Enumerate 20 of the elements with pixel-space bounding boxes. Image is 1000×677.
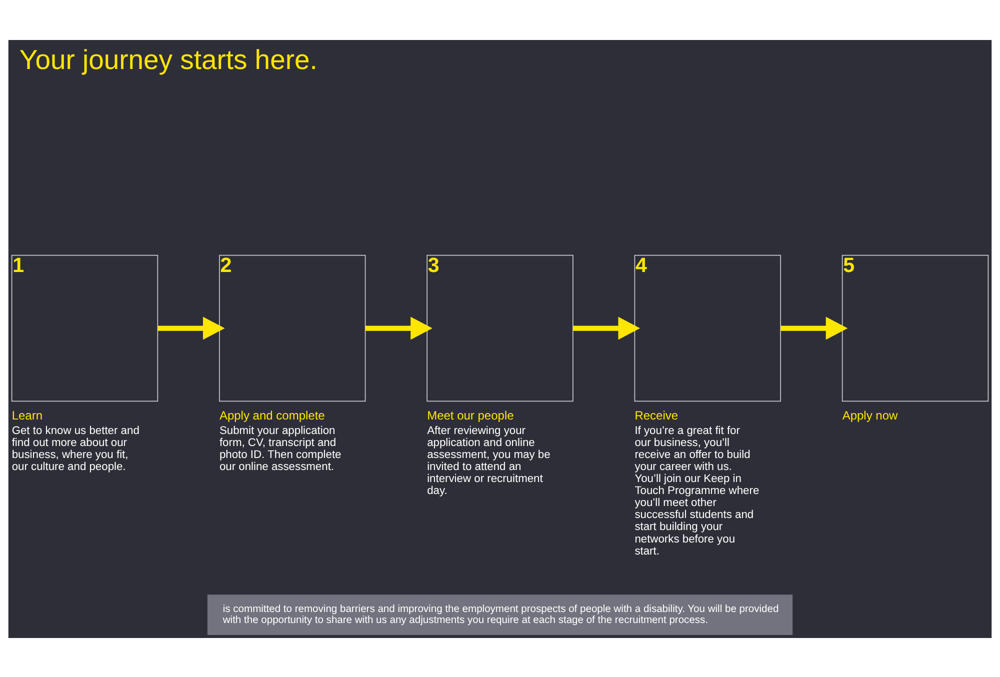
node-label: Apply and complete [219, 408, 325, 422]
node-box: 5 [842, 254, 989, 402]
node-label: Learn [12, 408, 43, 422]
node-label: Get to know us better and find out more about our business, where you fit, our culture and people. [12, 424, 140, 473]
node-box: 2 [219, 254, 366, 402]
diagram-title: Your journey starts here. [19, 43, 318, 74]
arrow [158, 316, 225, 340]
arrow [365, 316, 432, 340]
node-box: 4 [634, 254, 781, 402]
node-box: 1 [11, 254, 158, 402]
arrow [780, 316, 848, 340]
node-label: After reviewing your application and online assessment, you may be invited to attend an interview or recruitment day. [427, 424, 550, 497]
node-label: Apply now [842, 408, 898, 422]
node-label: Submit your application form, CV, transcript and photo ID. Then complete our online assessment. [219, 424, 342, 473]
node-box: 3 [426, 254, 574, 402]
node-label: Meet our people [427, 408, 514, 422]
node-label: Receive [634, 408, 678, 422]
arrow [573, 316, 640, 340]
node-box: is committed to removing barriers and improving the employment prospects of people with a disability. You will be provided with the opportunity to share with us any adjustments you require at each stage of the recruitment process. [207, 594, 793, 634]
node-label: If you’re a great fit for our business, you’ll receive an offer to build your career with us. You’ll join our Keep in Touch Programme where you’ll meet other successful students and start building your networks before you start. [634, 424, 760, 557]
